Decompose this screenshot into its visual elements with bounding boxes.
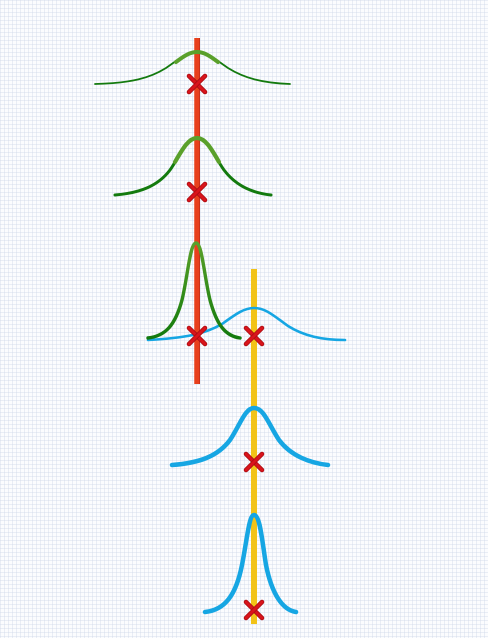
blue-group [146, 269, 347, 624]
green-group [94, 38, 291, 384]
x-mark-icon [243, 325, 265, 347]
green-curve-wide-peak [174, 49, 220, 64]
green-curve-medium-peak [172, 135, 222, 165]
x-mark-icon [186, 73, 208, 95]
x-mark-icon [243, 451, 265, 473]
x-mark-icon [243, 599, 265, 621]
blue-curve-medium [169, 405, 331, 468]
x-mark-icon [186, 181, 208, 203]
marker-layer [186, 73, 265, 621]
green-curve-narrow [146, 241, 242, 340]
blue-curve-narrow [202, 512, 299, 615]
x-mark-icon [186, 325, 208, 347]
